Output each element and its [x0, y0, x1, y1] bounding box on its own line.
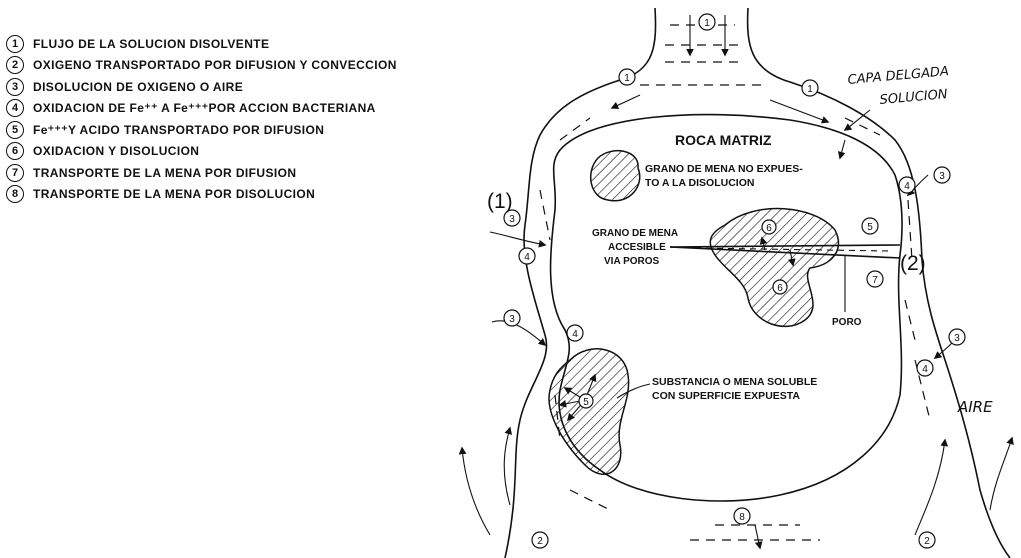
soluble-ore-body	[549, 349, 629, 474]
label-circle-text: 4	[922, 364, 928, 375]
substancia-line1: SUBSTANCIA O MENA SOLUBLE	[652, 376, 817, 388]
capa-label-line1: CAPA DELGADA	[847, 64, 949, 88]
paren-2-label: (2)	[900, 252, 926, 275]
poro-label: PORO	[832, 317, 862, 328]
label-circle-text: 1	[624, 73, 630, 84]
roca-matriz-label: ROCA MATRIZ	[675, 132, 772, 148]
grano-accesible-line3: VIA POROS	[604, 256, 660, 267]
ore-grains	[549, 151, 838, 475]
label-circle-text: 1	[807, 84, 813, 95]
label-circle-text: 3	[509, 214, 515, 225]
grano-no-expuesto-line2: TO A LA DISOLUCION	[645, 177, 754, 189]
label-circle-text: 6	[777, 283, 783, 294]
aire-label: AIRE	[957, 398, 993, 416]
label-circle-text: 3	[939, 171, 945, 182]
label-circle-text: 7	[872, 275, 878, 286]
label-circle-text: 2	[537, 536, 543, 547]
grano-accesible-line2: ACCESIBLE	[608, 242, 666, 253]
label-circle-text: 5	[583, 397, 589, 408]
unexposed-ore-grain	[591, 151, 640, 201]
label-circle-text: 2	[924, 536, 930, 547]
grano-no-expuesto-line1: GRANO DE MENA NO EXPUES-	[645, 163, 803, 175]
label-circle-text: 4	[904, 181, 910, 192]
label-circle-text: 6	[766, 223, 772, 234]
label-circle-text: 5	[867, 222, 873, 233]
label-circle-text: 4	[524, 252, 530, 263]
label-circle-text: 4	[572, 329, 578, 340]
capa-label-line2: SOLUCION	[879, 87, 948, 108]
paren-1-label: (1)	[487, 190, 513, 213]
label-circle-text: 8	[739, 512, 745, 523]
grano-accesible-line1: GRANO DE MENA	[592, 228, 678, 239]
label-circle-text: 1	[704, 18, 710, 29]
label-circle-text: 3	[954, 333, 960, 344]
label-circle-text: 3	[509, 314, 515, 325]
substancia-line2: CON SUPERFICIE EXPUESTA	[652, 390, 800, 402]
